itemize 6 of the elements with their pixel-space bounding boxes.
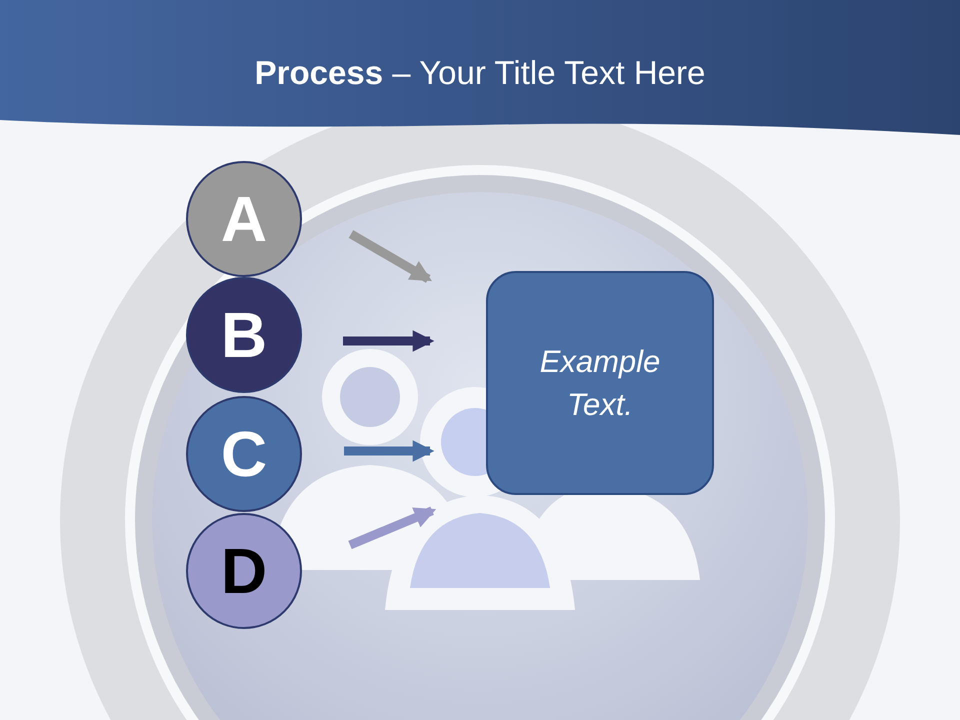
text-box: Example Text.: [486, 271, 714, 495]
arrow: [348, 230, 432, 283]
title: Process – Your Title Text Here: [254, 54, 706, 92]
arrow: [348, 506, 436, 550]
arrow: [344, 440, 434, 462]
arrow: [343, 330, 434, 352]
